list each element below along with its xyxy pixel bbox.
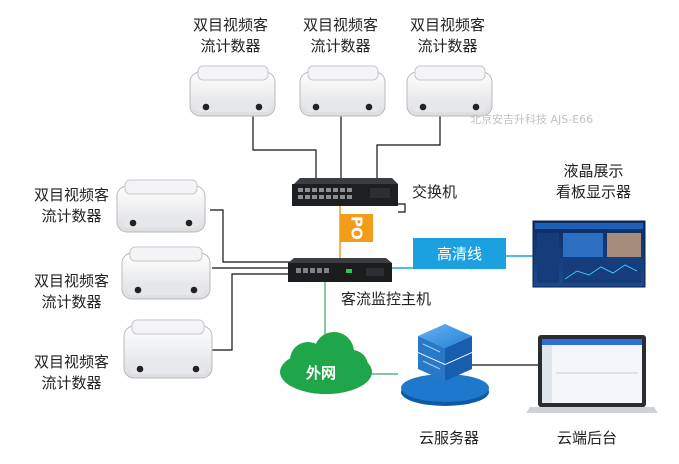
link-counter4-host xyxy=(210,209,290,263)
counter-label-2: 双目视频客流计数器 xyxy=(303,16,379,55)
counter-label-1: 双目视频客流计数器 xyxy=(193,16,269,55)
display-label: 液晶展示看板显示器 xyxy=(556,162,632,201)
external-network-label: 外网 xyxy=(306,364,337,382)
link-counter1-switch xyxy=(252,114,317,178)
counter-device-4 xyxy=(116,179,206,233)
host-label: 客流监控主机 xyxy=(341,290,432,308)
counter-device-1 xyxy=(189,65,276,117)
counter-label-6: 双目视频客流计数器 xyxy=(34,353,110,392)
hd-link xyxy=(392,255,533,269)
hd-cable-badge: 高清线 xyxy=(413,238,506,269)
counter-label-5: 双目视频客流计数器 xyxy=(34,272,110,311)
cloud-backend-label: 云端后台 xyxy=(557,429,618,447)
counter-label-4: 双目视频客流计数器 xyxy=(34,186,110,225)
counter-device-5 xyxy=(121,246,211,300)
display-board-icon xyxy=(532,220,646,288)
link-counter6-host xyxy=(210,273,290,351)
switch-device xyxy=(292,178,398,206)
counter-label-3: 双目视频客流计数器 xyxy=(410,16,486,55)
watermark-text: 北京安吉升科技 AJS-E66 xyxy=(470,113,594,126)
cloud-icon xyxy=(280,332,372,394)
laptop-icon xyxy=(526,335,658,413)
counter-device-3 xyxy=(406,65,493,117)
switch-label: 交换机 xyxy=(412,183,458,201)
counter-device-6 xyxy=(123,319,213,379)
server-icon xyxy=(401,324,489,406)
monitoring-host-device xyxy=(288,258,392,282)
green-links xyxy=(324,282,398,375)
cloud-server-label: 云服务器 xyxy=(419,429,480,447)
poe-badge: PO xyxy=(340,214,373,242)
connection-lines xyxy=(210,114,540,366)
link-counter3-switch xyxy=(376,114,441,178)
link-switch-loop xyxy=(398,203,406,213)
counter-device-2 xyxy=(299,65,386,117)
